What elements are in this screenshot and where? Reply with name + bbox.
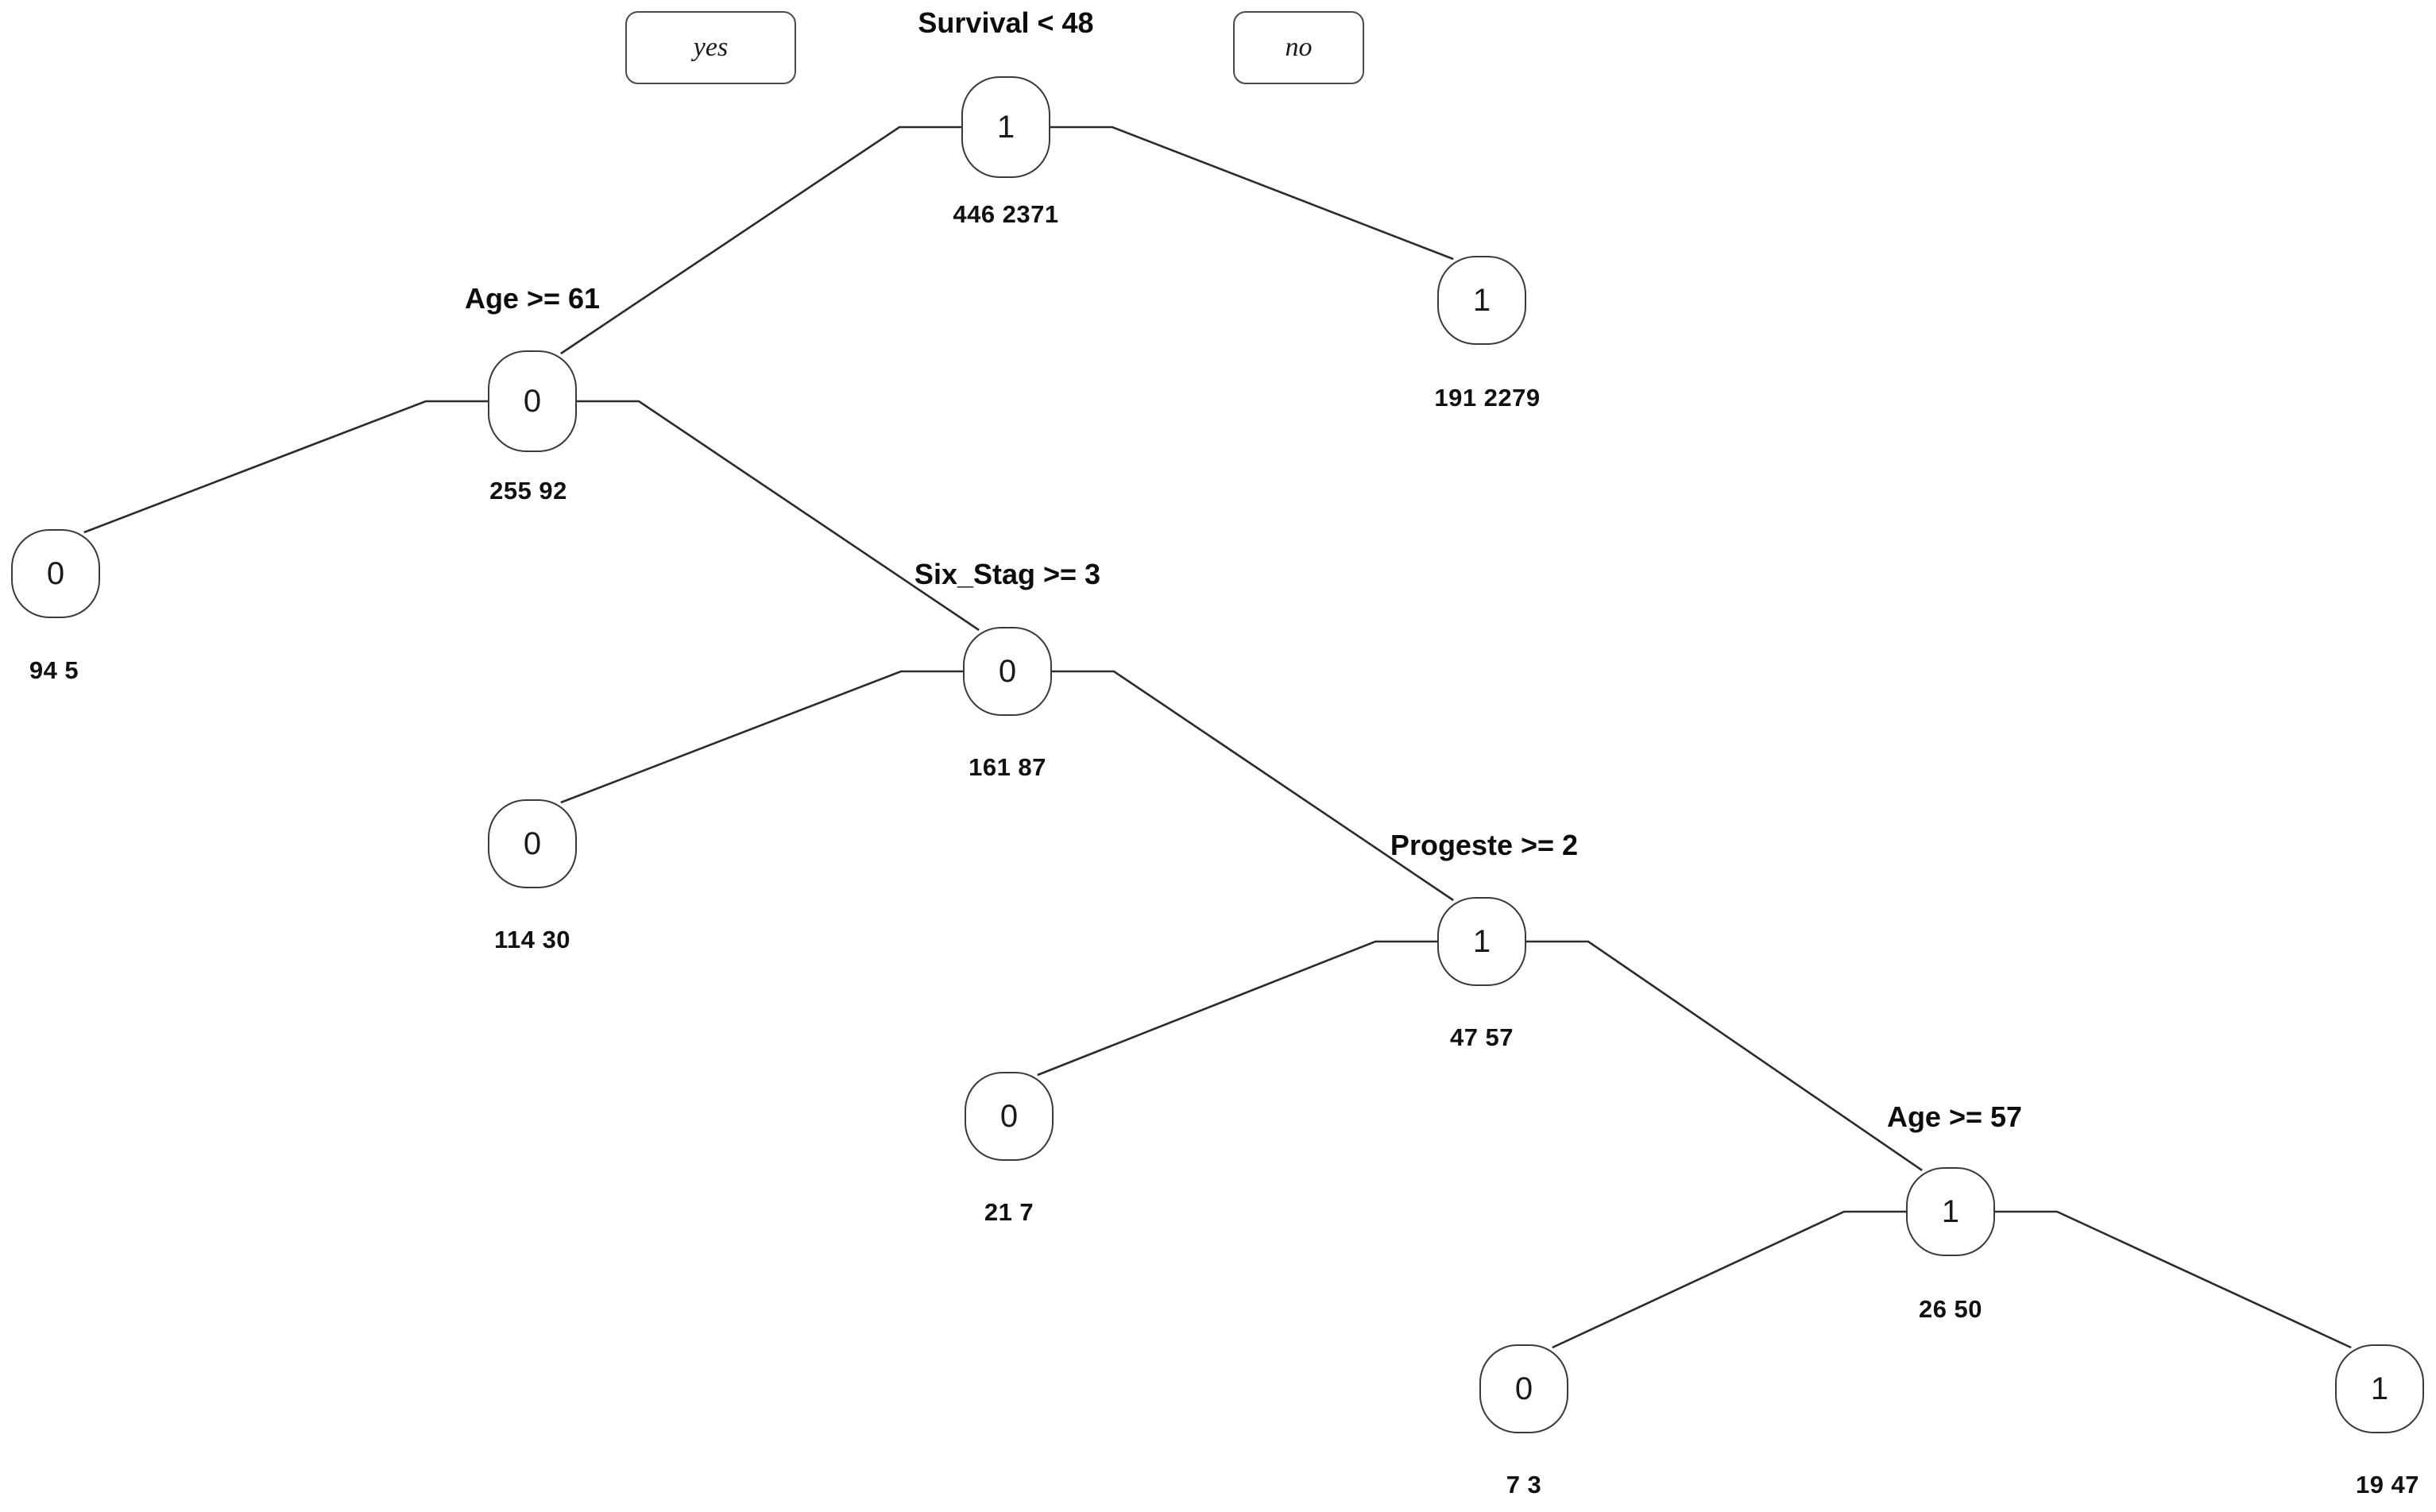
tree-node-n8: 0 — [965, 1072, 1054, 1161]
tree-node-counts-n11: 19 47 — [2355, 1471, 2420, 1498]
tree-node-prediction: 0 — [523, 384, 542, 419]
tree-edge-n2-to-n5 — [577, 400, 980, 632]
tree-node-n4: 0 — [11, 529, 100, 618]
tree-edge-n2-to-n4 — [83, 400, 488, 534]
legend-label-yes: yes — [693, 33, 729, 62]
tree-node-prediction: 0 — [523, 826, 542, 861]
tree-edge-n1-to-n2 — [560, 126, 961, 355]
tree-node-prediction: 0 — [998, 654, 1017, 689]
tree-split-label-n9: Age >= 57 — [1886, 1100, 2023, 1133]
tree-node-counts-n7: 47 57 — [1449, 1023, 1514, 1051]
tree-node-counts-n8: 21 7 — [984, 1198, 1034, 1226]
legend-box-no: no — [1233, 11, 1364, 84]
tree-node-n6: 0 — [488, 799, 577, 888]
tree-node-n9: 1 — [1906, 1167, 1995, 1256]
tree-edge-n7-to-n8 — [1037, 940, 1437, 1077]
tree-split-label-n5: Six_Stag >= 3 — [914, 558, 1101, 590]
tree-node-n3: 1 — [1437, 256, 1526, 345]
tree-node-prediction: 1 — [1472, 283, 1491, 318]
tree-node-prediction: 1 — [996, 110, 1015, 145]
tree-node-n1: 1 — [961, 76, 1050, 178]
tree-node-counts-n9: 26 50 — [1918, 1295, 1983, 1323]
tree-node-counts-n4: 94 5 — [29, 656, 79, 684]
tree-node-n5: 0 — [963, 627, 1052, 716]
tree-edge-n7-to-n9 — [1526, 940, 1923, 1172]
tree-node-prediction: 1 — [2370, 1371, 2389, 1406]
tree-node-counts-n5: 161 87 — [969, 753, 1046, 781]
tree-node-counts-n3: 191 2279 — [1434, 384, 1541, 412]
tree-edge-n9-to-n11 — [1995, 1210, 2352, 1349]
tree-edge-n9-to-n10 — [1552, 1210, 1906, 1349]
tree-node-prediction: 0 — [1000, 1099, 1019, 1134]
tree-node-n10: 0 — [1479, 1344, 1568, 1433]
tree-node-prediction: 0 — [46, 556, 65, 591]
tree-node-counts-n6: 114 30 — [493, 926, 571, 953]
tree-node-n11: 1 — [2335, 1344, 2424, 1433]
tree-node-counts-n1: 446 2371 — [953, 200, 1059, 228]
tree-node-prediction: 1 — [1941, 1194, 1960, 1229]
tree-node-counts-n10: 7 3 — [1506, 1471, 1542, 1498]
tree-node-prediction: 1 — [1472, 924, 1491, 959]
tree-split-label-n2: Age >= 61 — [464, 282, 601, 315]
tree-node-n2: 0 — [488, 350, 577, 452]
tree-split-label-n1: Survival < 48 — [918, 6, 1094, 39]
legend-box-yes: yes — [625, 11, 796, 84]
tree-edge-n5-to-n7 — [1052, 670, 1454, 902]
tree-edge-n1-to-n3 — [1050, 126, 1454, 261]
tree-split-label-n7: Progeste >= 2 — [1390, 829, 1579, 861]
tree-node-counts-n2: 255 92 — [489, 477, 567, 505]
tree-node-prediction: 0 — [1514, 1371, 1533, 1406]
legend-label-no: no — [1285, 33, 1313, 62]
tree-node-n7: 1 — [1437, 897, 1526, 986]
tree-edge-n5-to-n6 — [560, 670, 963, 804]
